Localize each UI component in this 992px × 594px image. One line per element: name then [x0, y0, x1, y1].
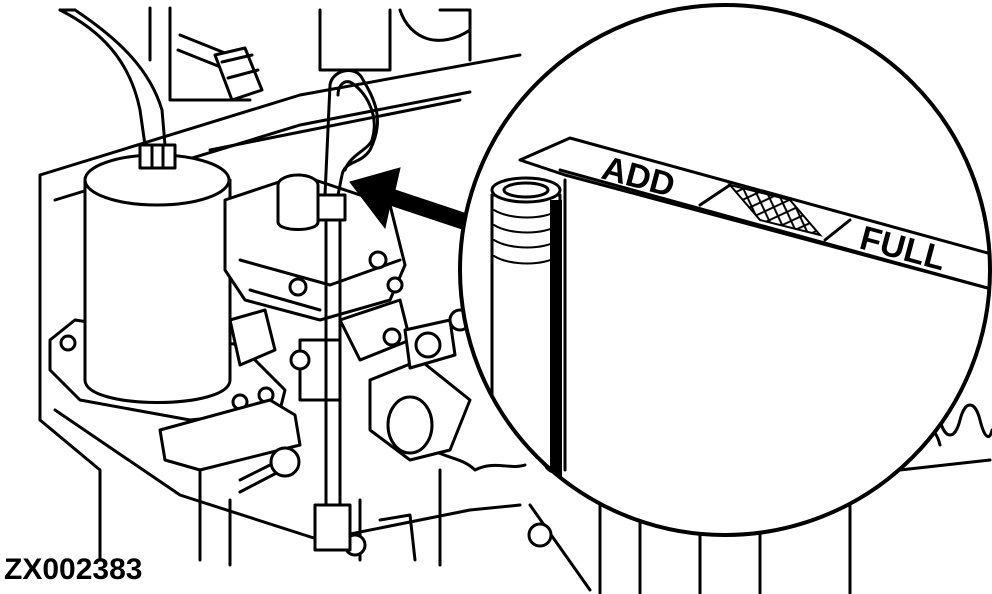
figure-code: ZX002383 [4, 553, 143, 586]
filter-canister [48, 143, 287, 422]
magnifier-view: ADD FULL [458, 3, 992, 537]
dipstick [313, 69, 379, 552]
fuel-line-fitting [176, 33, 264, 102]
injection-pump [223, 173, 412, 402]
lower-linkage [158, 308, 472, 494]
hose [58, 8, 167, 147]
engine-block [38, 6, 992, 594]
